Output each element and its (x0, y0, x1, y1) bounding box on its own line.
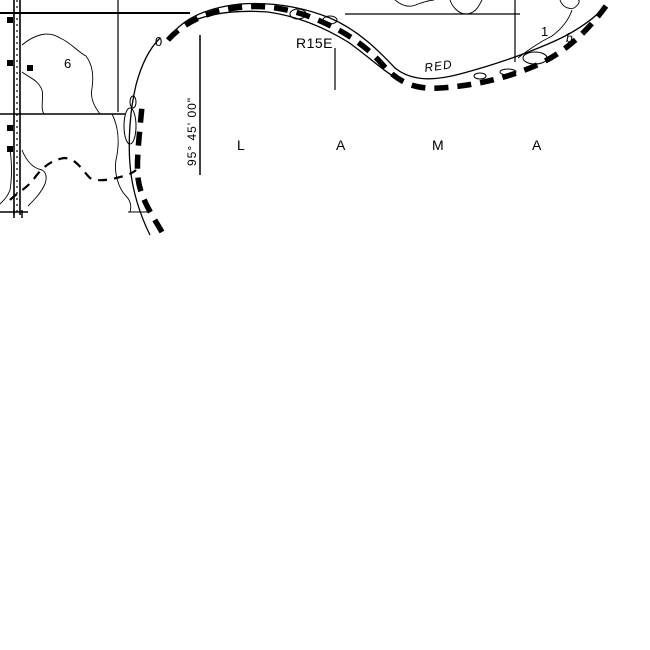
range-label: R15E (296, 35, 333, 51)
longitude-label: 95° 45' 00" (185, 97, 199, 166)
stream-left-branch (21, 71, 45, 115)
section-number-1: 1 (541, 24, 548, 39)
building (7, 146, 13, 152)
boundary-dashed-upper (165, 3, 609, 91)
county-letter-3: M (432, 137, 444, 153)
stream-top-right (394, 0, 435, 7)
stream-right-loop (559, 0, 580, 9)
building (27, 65, 33, 71)
sandbar (123, 107, 137, 145)
sandbar (129, 95, 137, 109)
river-bank-north (167, 2, 605, 80)
building (7, 125, 13, 131)
road-left (13, 0, 23, 218)
county-letter-4: A (532, 137, 542, 153)
state-boundary (9, 3, 609, 234)
stream-upper-left (21, 33, 101, 115)
river-bank-south (128, 37, 161, 236)
building (7, 60, 13, 66)
section-number-6: 6 (64, 56, 71, 71)
boundary-dashed-west (9, 156, 137, 201)
corner-fragment-label-2: b (566, 31, 574, 45)
stream-top-right-2 (449, 0, 483, 15)
building (7, 17, 13, 23)
stream-lower-left (21, 149, 47, 207)
corner-fragment-label-1: 0 (155, 34, 162, 49)
river-label: RED (423, 57, 453, 75)
buildings (7, 17, 33, 152)
county-letter-2: A (336, 137, 346, 153)
stream-left-mid (0, 149, 12, 205)
stream-lower-mid (111, 113, 132, 213)
county-letter-1: L (237, 137, 245, 153)
sandbar (473, 72, 487, 80)
streams (0, 0, 580, 213)
boundary-dashed-main (134, 105, 165, 234)
river-bank-inner (185, 10, 401, 81)
stream-right-branch (517, 9, 573, 59)
section-lines (0, 0, 520, 213)
red-river-banks (128, 2, 605, 236)
